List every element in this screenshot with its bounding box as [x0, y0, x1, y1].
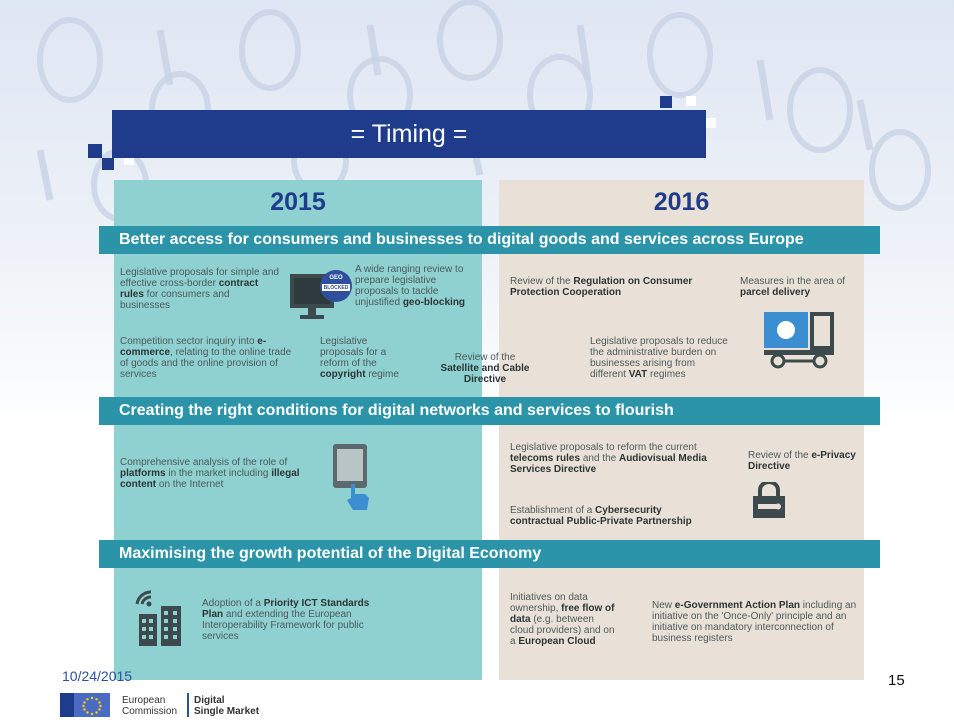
- logo-divider: [187, 693, 189, 717]
- slide-title: = Timing =: [112, 110, 706, 158]
- item-vat-regimes: Legislative proposals to reduce the admi…: [590, 336, 728, 380]
- european-commission-logo: European Commission Digital Single Marke…: [60, 693, 320, 719]
- column-2016: 2016: [499, 180, 864, 680]
- unit-name: Digital Single Market: [194, 695, 260, 717]
- item-contract-rules: Legislative proposals for simple and eff…: [120, 267, 279, 311]
- org-name: European Commission: [122, 695, 178, 717]
- item-consumer-protection: Review of the Regulation on Consumer Pro…: [510, 276, 693, 298]
- band-better-access: Better access for consumers and business…: [99, 226, 880, 254]
- item-ict-standards: Adoption of a Priority ICT Standards Pla…: [202, 598, 370, 642]
- tablet-touch-icon: [333, 444, 377, 512]
- item-geo-blocking-review: A wide ranging review to prepare legisla…: [355, 264, 466, 308]
- item-parcel-delivery: Measures in the area of parcel delivery: [740, 276, 846, 298]
- geo-blocked-monitor-icon: GEO BLOCKED: [290, 266, 352, 322]
- item-satellite-cable: Review of the Satellite and Cable Direct…: [440, 352, 530, 385]
- decor-square: [706, 118, 716, 128]
- item-egovernment: New e-Government Action Plan including a…: [652, 600, 857, 644]
- decor-square: [660, 96, 672, 108]
- year-2015-heading: 2015: [270, 188, 326, 216]
- item-cybersecurity: Establishment of a Cybersecurity contrac…: [510, 505, 692, 527]
- item-platforms: Comprehensive analysis of the role of pl…: [120, 457, 300, 490]
- item-data-flow: Initiatives on data ownership, free flow…: [510, 592, 615, 647]
- item-eprivacy: Review of the e-Privacy Directive: [748, 450, 856, 472]
- band-networks: Creating the right conditions for digita…: [99, 397, 880, 425]
- page-number: 15: [888, 672, 905, 689]
- item-ecommerce: Competition sector inquiry into e-commer…: [120, 336, 292, 380]
- band-growth: Maximising the growth potential of the D…: [99, 540, 880, 568]
- slide-date: 10/24/2015: [62, 668, 133, 684]
- decor-square: [124, 155, 134, 165]
- column-2015: 2015: [114, 180, 482, 680]
- decor-square: [102, 158, 114, 170]
- decor-square: [686, 96, 696, 106]
- eu-flag-icon: [60, 693, 110, 717]
- lock-icon: [752, 480, 786, 518]
- blocked-label: BLOCKED: [323, 285, 349, 291]
- wifi-buildings-icon: [135, 590, 183, 646]
- delivery-truck-icon: [764, 312, 836, 370]
- item-copyright: Legislative proposals for a reform of th…: [320, 336, 399, 380]
- decor-square: [88, 144, 102, 158]
- year-2016-heading: 2016: [653, 188, 710, 216]
- geo-label: GEO: [329, 275, 343, 281]
- item-telecoms: Legislative proposals to reform the curr…: [510, 442, 707, 475]
